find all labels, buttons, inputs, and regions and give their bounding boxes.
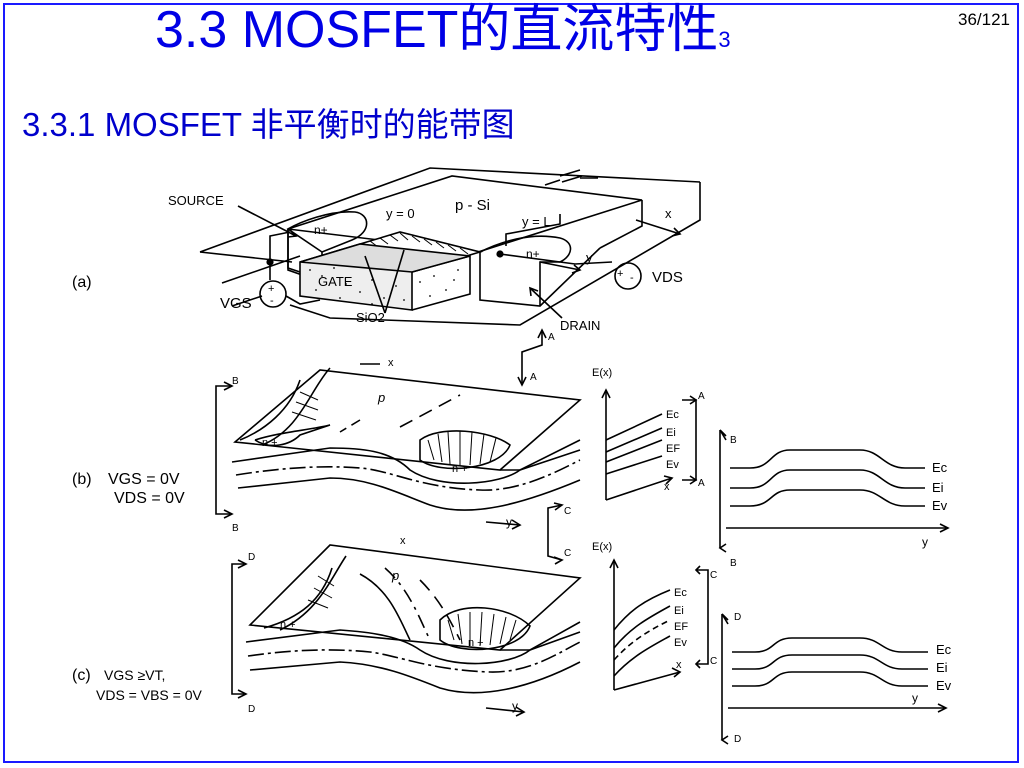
label-b-cond1: VGS = 0V bbox=[108, 471, 180, 488]
label-vds-plus: + bbox=[617, 268, 623, 280]
band-profile-b bbox=[718, 429, 950, 553]
page-number: 36/121 bbox=[958, 10, 1010, 29]
label-b-n-source: n + bbox=[262, 437, 278, 449]
slide-subtitle: 3.3.1 MOSFET 非平衡时的能带图 bbox=[22, 106, 515, 143]
label-b-ev: Ev bbox=[666, 459, 679, 471]
label-a-section-bot: A bbox=[530, 372, 537, 383]
label-a: (a) bbox=[72, 274, 92, 291]
label-b-xaxis: x bbox=[664, 481, 670, 493]
label-c-cond1: VGS ≥VT, bbox=[104, 667, 165, 683]
title-subscript: 3 bbox=[718, 27, 731, 52]
device-labels: (a) SOURCE n+ y = 0 p - Si y = L x n+ y … bbox=[72, 193, 683, 383]
label-psi: p - Si bbox=[455, 197, 490, 214]
slide-frame bbox=[3, 3, 1019, 763]
label-c-section-top: C bbox=[564, 506, 571, 517]
label-b-right-y: y bbox=[922, 535, 928, 549]
label-c-n-source: n + bbox=[280, 619, 296, 631]
label-c-cond2: VDS = VBS = 0V bbox=[96, 687, 202, 703]
label-b-top: B bbox=[232, 376, 239, 387]
label-vds: VDS bbox=[652, 269, 683, 286]
label-b-right-ec: Ec bbox=[932, 460, 948, 475]
label-gate: GATE bbox=[318, 274, 353, 289]
label-vgs-minus: - bbox=[270, 295, 274, 307]
label-vds-minus: - bbox=[630, 272, 634, 284]
label-b-ec: Ec bbox=[666, 409, 679, 421]
label-d-bot: D bbox=[248, 704, 255, 715]
label-c-right-ei: Ei bbox=[936, 660, 948, 675]
label-c-ec: Ec bbox=[674, 587, 687, 599]
figure-c-labels: (c) VGS ≥VT, VDS = VBS = 0V D D x p n + … bbox=[72, 535, 952, 745]
label-c-y: y bbox=[512, 699, 518, 713]
band-chart-b bbox=[601, 388, 698, 501]
title-main: 3.3 MOSFET的直流特性 bbox=[155, 1, 719, 59]
label-c-right-bot: D bbox=[734, 734, 741, 745]
band-surface-c bbox=[231, 544, 582, 717]
label-x-axis-a: x bbox=[665, 206, 672, 221]
label-b-n-drain: n + bbox=[452, 463, 468, 475]
label-c-n-drain: n + bbox=[468, 637, 484, 649]
label-b-cond2: VDS = 0V bbox=[114, 490, 185, 507]
label-c-ef: EF bbox=[674, 621, 688, 633]
label-c-c-top: C bbox=[710, 570, 717, 581]
figure-b-labels: (b) VGS = 0V VDS = 0V B B x p n + n + y … bbox=[72, 357, 948, 569]
label-c-right-ev: Ev bbox=[936, 678, 952, 693]
label-b-right-ev: Ev bbox=[932, 498, 948, 513]
label-b-a-top: A bbox=[698, 391, 705, 402]
label-b-y: y bbox=[506, 515, 512, 529]
label-y-axis-a: y bbox=[586, 250, 593, 265]
label-c-section-bot: C bbox=[564, 548, 571, 559]
label-b-bot: B bbox=[232, 523, 239, 534]
label-b-right-bot: B bbox=[730, 558, 737, 569]
label-n-plus-source: n+ bbox=[314, 223, 328, 237]
band-chart-c bbox=[609, 558, 709, 691]
label-b: (b) bbox=[72, 471, 92, 488]
label-b-right-top: B bbox=[730, 435, 737, 446]
label-yL: y = L bbox=[522, 214, 551, 229]
label-c-ei: Ei bbox=[674, 605, 684, 617]
label-b-ef: EF bbox=[666, 443, 680, 455]
label-source: SOURCE bbox=[168, 193, 224, 208]
label-c-x: x bbox=[400, 535, 406, 547]
label-b-ex: E(x) bbox=[592, 367, 612, 379]
label-y0: y = 0 bbox=[386, 206, 415, 221]
label-c-c-bot: C bbox=[710, 656, 717, 667]
label-vgs: VGS bbox=[220, 295, 252, 312]
label-c-ex: E(x) bbox=[592, 541, 612, 553]
label-c-right-y: y bbox=[912, 691, 918, 705]
label-c-p: p bbox=[391, 568, 399, 583]
label-c-right-ec: Ec bbox=[936, 642, 952, 657]
label-c-right-top: D bbox=[734, 612, 741, 623]
slide-title: 3.3 MOSFET的直流特性3 bbox=[155, 1, 731, 59]
label-b-right-ei: Ei bbox=[932, 480, 944, 495]
label-c-ev: Ev bbox=[674, 637, 687, 649]
band-surface-b bbox=[215, 363, 582, 565]
label-drain: DRAIN bbox=[560, 318, 600, 333]
label-a-section-top: A bbox=[548, 332, 555, 343]
label-d-top: D bbox=[248, 552, 255, 563]
band-profile-c bbox=[720, 613, 948, 745]
label-b-ei: Ei bbox=[666, 427, 676, 439]
label-c: (c) bbox=[72, 667, 91, 684]
label-b-x: x bbox=[388, 357, 394, 369]
label-n-plus-drain: n+ bbox=[526, 247, 540, 261]
label-sio2: SiO2 bbox=[356, 310, 385, 325]
label-vgs-plus: + bbox=[268, 283, 274, 295]
device-figure bbox=[199, 167, 701, 387]
label-b-a-bot: A bbox=[698, 478, 705, 489]
label-b-p: p bbox=[377, 390, 385, 405]
label-c-xaxis: x bbox=[676, 659, 682, 671]
